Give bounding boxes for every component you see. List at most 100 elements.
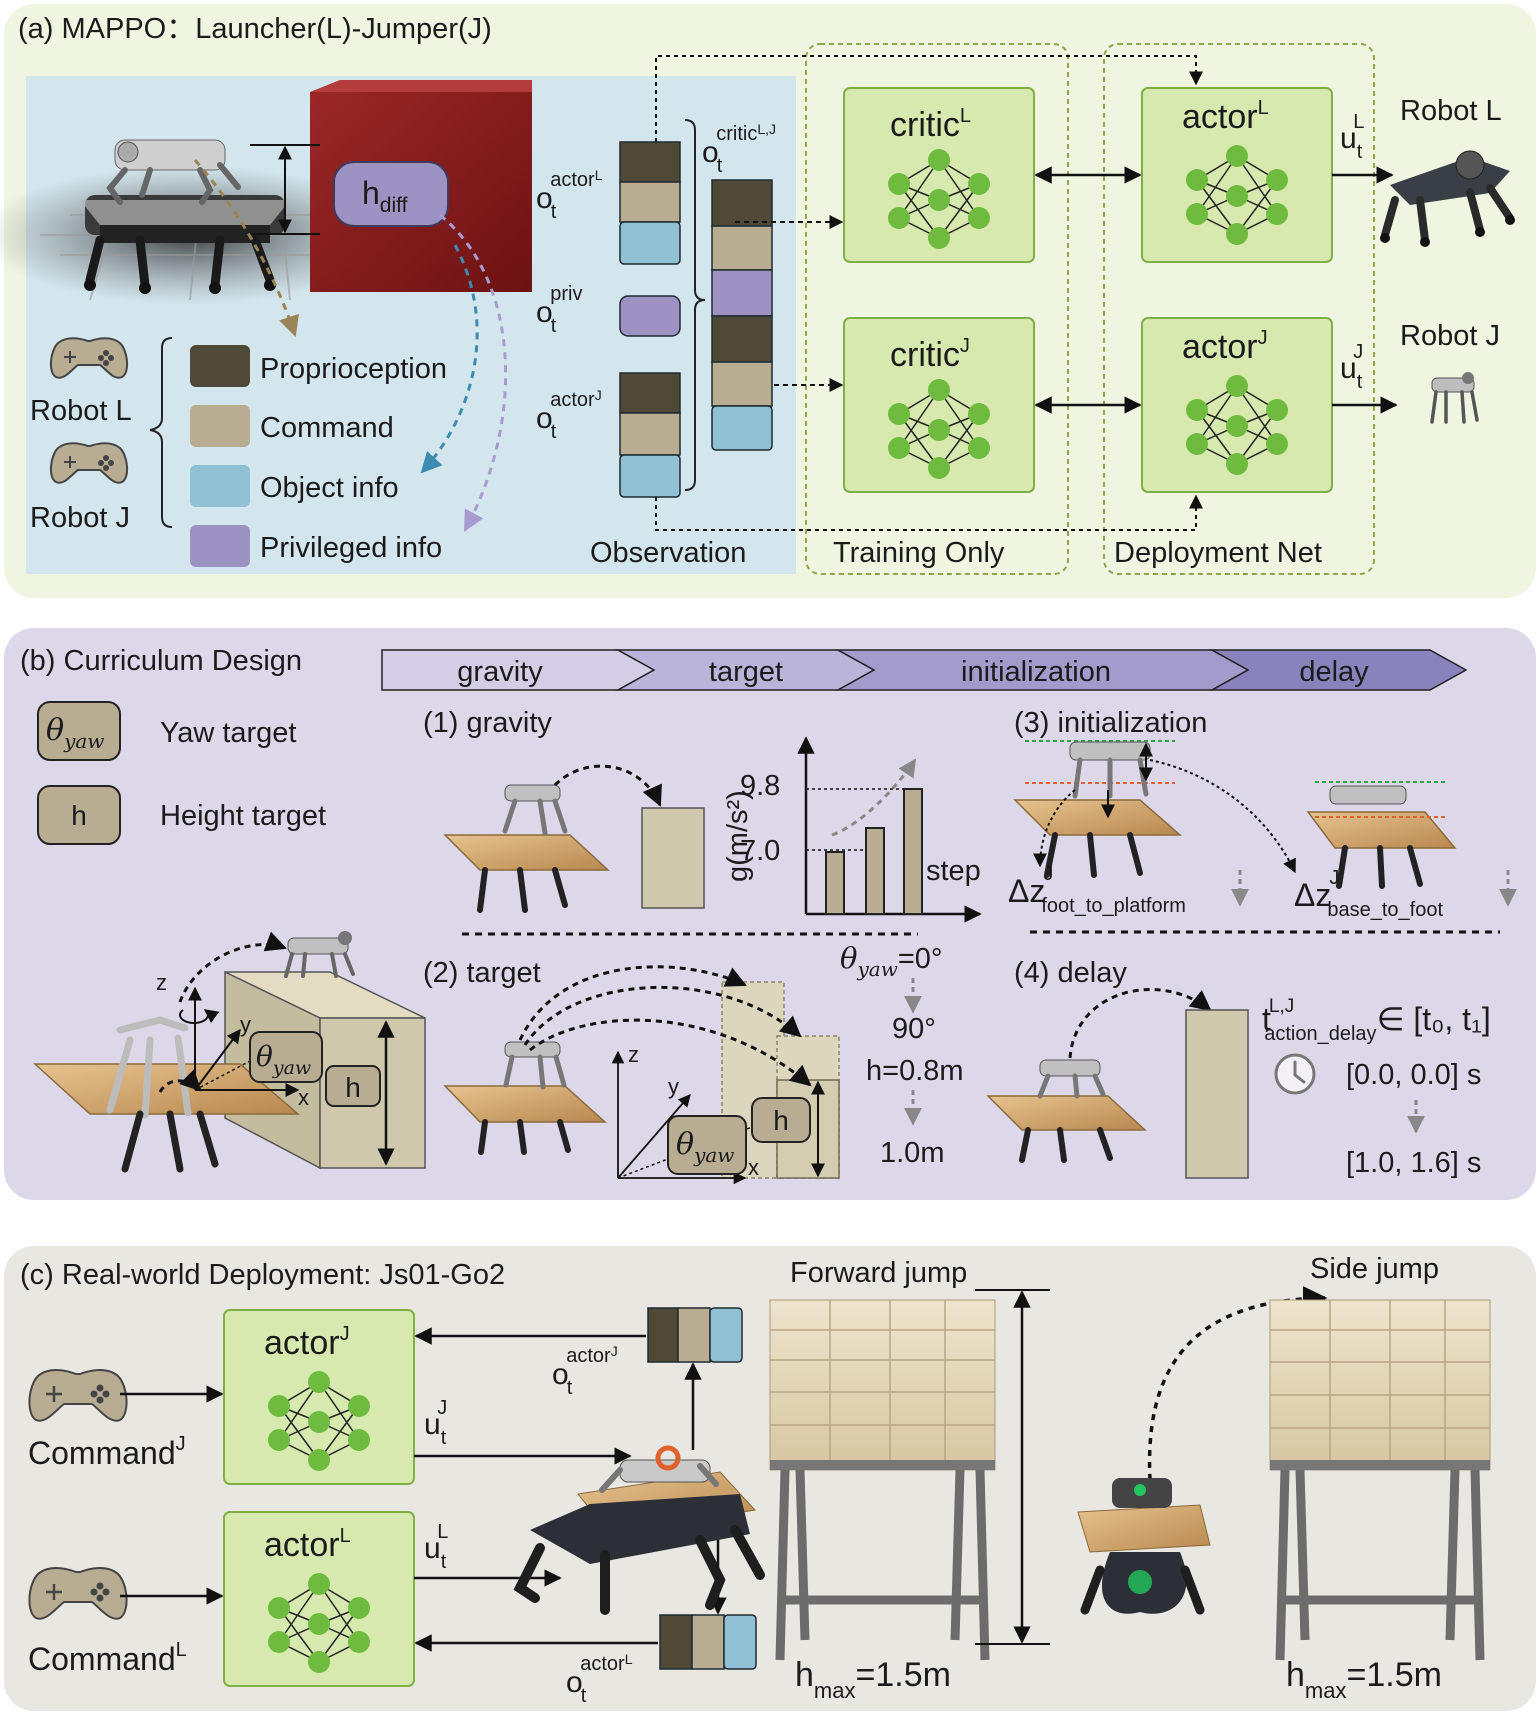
legend-robot-l: Robot L bbox=[30, 395, 132, 427]
gravity-target-block bbox=[641, 807, 705, 909]
panel-b-title: (b) Curriculum Design bbox=[20, 645, 302, 677]
deploy-actor-l-label: actorL bbox=[264, 1525, 351, 1564]
gravity-bar bbox=[903, 788, 923, 915]
forward-hmax-label: hmax=1.5m bbox=[795, 1656, 951, 1703]
target-theta-box bbox=[667, 1115, 747, 1175]
deploy-actor-j-label: actorJ bbox=[264, 1323, 350, 1362]
height-legend-box bbox=[37, 785, 121, 845]
robot-j-output-label: Robot J bbox=[1400, 320, 1500, 352]
stage-initialization-label: initialization bbox=[961, 656, 1111, 688]
launcher-jumper-scene: hdiff bbox=[0, 80, 532, 532]
deployment-net-label: Deployment Net bbox=[1114, 537, 1322, 569]
gravity-xlabel: step bbox=[926, 855, 981, 887]
side-jump-photo bbox=[1077, 1299, 1491, 1661]
swatch-command bbox=[190, 405, 250, 447]
theta-yaw-legend-box bbox=[37, 701, 121, 761]
obs-priv-box bbox=[619, 295, 681, 337]
obs-priv-label: otpriv bbox=[536, 283, 582, 337]
deploy-u-l-label: utL bbox=[424, 1521, 448, 1573]
gravity-ytick-top: 9.8 bbox=[740, 770, 780, 802]
axis-z-label: z bbox=[156, 970, 167, 995]
swatch-proprioception bbox=[190, 345, 250, 387]
legend-robot-j: Robot J bbox=[30, 502, 130, 534]
obs-critic-stack bbox=[711, 405, 773, 451]
panel-c-title: (c) Real-world Deployment: Js01-Go2 bbox=[20, 1259, 505, 1291]
target-h-symbol: h bbox=[773, 1105, 789, 1136]
u-j-label: utJ bbox=[1340, 341, 1363, 393]
legend-privileged-info: Privileged info bbox=[260, 532, 442, 564]
target-theta-symbol: θyaw bbox=[676, 1127, 734, 1167]
side-hmax-label: hmax=1.5m bbox=[1286, 1656, 1442, 1703]
theta-90-label: 90° bbox=[892, 1013, 936, 1045]
clock-icon bbox=[1274, 1053, 1316, 1095]
obs-to-actor-l-arrow bbox=[655, 55, 1203, 142]
neural-net-icon bbox=[1186, 145, 1288, 245]
robot-pair-photo bbox=[513, 1445, 765, 1615]
neural-net-icon bbox=[268, 1573, 370, 1673]
panel-a: (a) MAPPO：Launcher(L)-Jumper(J) bbox=[0, 4, 1536, 598]
height-legend-symbol: h bbox=[71, 800, 87, 831]
platform-board bbox=[33, 1063, 301, 1115]
legend-command: Command bbox=[260, 412, 394, 444]
stage-delay-label: delay bbox=[1299, 656, 1369, 688]
panel-c: (c) Real-world Deployment: Js01-Go2 Comm… bbox=[4, 1246, 1536, 1711]
gravity-ytick-bottom: 7.0 bbox=[740, 835, 780, 867]
obs-actor-j-label: otactorJ bbox=[536, 387, 602, 443]
command-l-label: CommandL bbox=[28, 1639, 187, 1677]
target-axis-z-label: z bbox=[628, 1042, 639, 1067]
observation-label: Observation bbox=[590, 537, 746, 569]
obs-critic-label: otcriticL,J bbox=[702, 121, 776, 177]
swatch-privileged-info bbox=[190, 525, 250, 567]
stage-target-label: target bbox=[709, 656, 783, 688]
deploy-obs-l-label: otactorL bbox=[566, 1651, 633, 1707]
gravity-bar bbox=[825, 851, 845, 915]
neural-net-icon bbox=[888, 379, 990, 479]
target-h-box-2 bbox=[751, 1097, 811, 1143]
h-diff-label: hdiff bbox=[362, 175, 408, 217]
axis-y-label: y bbox=[240, 1012, 251, 1037]
stage-delay bbox=[1209, 649, 1468, 691]
neural-net-icon bbox=[1186, 375, 1288, 475]
observation-stacks: otactorL otpriv otactorJ otcriticL,J Obs… bbox=[536, 119, 776, 569]
red-box-top bbox=[310, 80, 532, 92]
command-j-label: CommandJ bbox=[28, 1433, 186, 1471]
legend-proprioception: Proprioception bbox=[260, 353, 447, 385]
robot-on-block bbox=[284, 931, 355, 978]
deploy-obs-j-stack bbox=[709, 1307, 743, 1363]
gravity-ylabel: g(m/s²) bbox=[722, 790, 754, 882]
training-only-label: Training Only bbox=[833, 537, 1005, 569]
target-3d-scene: h z y x θyaw bbox=[33, 931, 426, 1173]
robot-l-photo bbox=[1380, 150, 1515, 247]
side-jump-label: Side jump bbox=[1310, 1253, 1439, 1285]
stage-gravity-label: gravity bbox=[457, 656, 543, 688]
gamepad-icon bbox=[50, 337, 128, 379]
neural-net-icon bbox=[268, 1371, 370, 1471]
theta-yaw-scene-symbol: θyaw bbox=[256, 1040, 311, 1079]
deploy-obs-l-stack bbox=[723, 1614, 757, 1670]
gravity-section: (1) gravity 9.8 7.0 step g(m/s²) bbox=[423, 707, 982, 923]
deploy-obs-j-label: otactorJ bbox=[552, 1343, 618, 1399]
delay-target-block bbox=[1185, 1009, 1249, 1179]
h-diff-box bbox=[333, 161, 449, 227]
swatch-object-info bbox=[190, 465, 250, 507]
gamepad-icon bbox=[50, 442, 128, 484]
theta-zero-label: θyaw=0° bbox=[840, 941, 942, 981]
height-target-label: Height target bbox=[160, 800, 326, 832]
critic-l-label: criticL bbox=[890, 105, 971, 144]
initialization-section-label: (3) initialization bbox=[1014, 707, 1207, 739]
target-section: (2) target z y x θyaw h θyaw=0° bbox=[423, 941, 964, 1185]
actor-l-label: actorL bbox=[1182, 97, 1269, 136]
robot-j-photo bbox=[1430, 372, 1479, 424]
robot-l-launcher-image bbox=[80, 195, 290, 294]
deploy-u-j-label: utJ bbox=[424, 1397, 447, 1449]
training-only-group bbox=[805, 43, 1069, 575]
privileged-dashed-arrow bbox=[439, 213, 508, 532]
axis-x-label: x bbox=[298, 1085, 309, 1110]
obs-brace bbox=[684, 119, 706, 491]
target-axis-y-label: y bbox=[668, 1074, 679, 1099]
panel-a-legend: Robot L Robot J Proprioception Command O… bbox=[30, 337, 447, 567]
obs-actor-j-stack bbox=[619, 454, 681, 498]
